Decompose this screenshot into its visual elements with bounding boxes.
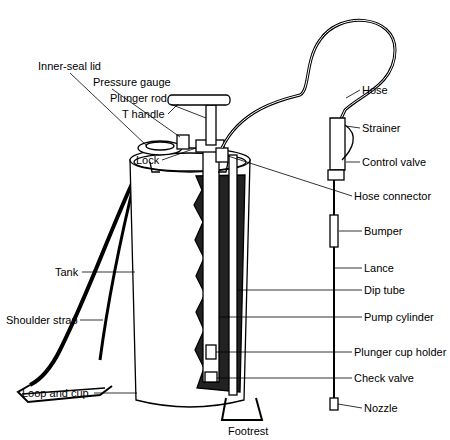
part-label: Strainer xyxy=(362,122,401,135)
part-label: Nozzle xyxy=(364,402,398,415)
part-label: Hose xyxy=(362,84,388,97)
part-label: Plunger rod xyxy=(110,92,167,105)
part-label: Tank xyxy=(55,266,78,279)
part-label: Inner-seal lid xyxy=(38,60,101,73)
part-label: Hose connector xyxy=(354,190,431,203)
part-label: Shoulder strap xyxy=(6,314,78,327)
part-label: Lock xyxy=(136,154,159,167)
part-label: Loop and cup xyxy=(22,387,89,400)
part-label: Dip tube xyxy=(364,284,405,297)
part-label: Pressure gauge xyxy=(93,76,171,89)
part-label: Control valve xyxy=(362,156,426,169)
part-label: Lance xyxy=(364,262,394,275)
part-label: Bumper xyxy=(364,225,403,238)
part-label: T handle xyxy=(122,108,165,121)
part-label: Footrest xyxy=(228,425,268,438)
part-label: Plunger cup holder xyxy=(354,346,446,359)
part-label: Pump cylinder xyxy=(364,311,434,324)
part-label: Check valve xyxy=(354,372,414,385)
